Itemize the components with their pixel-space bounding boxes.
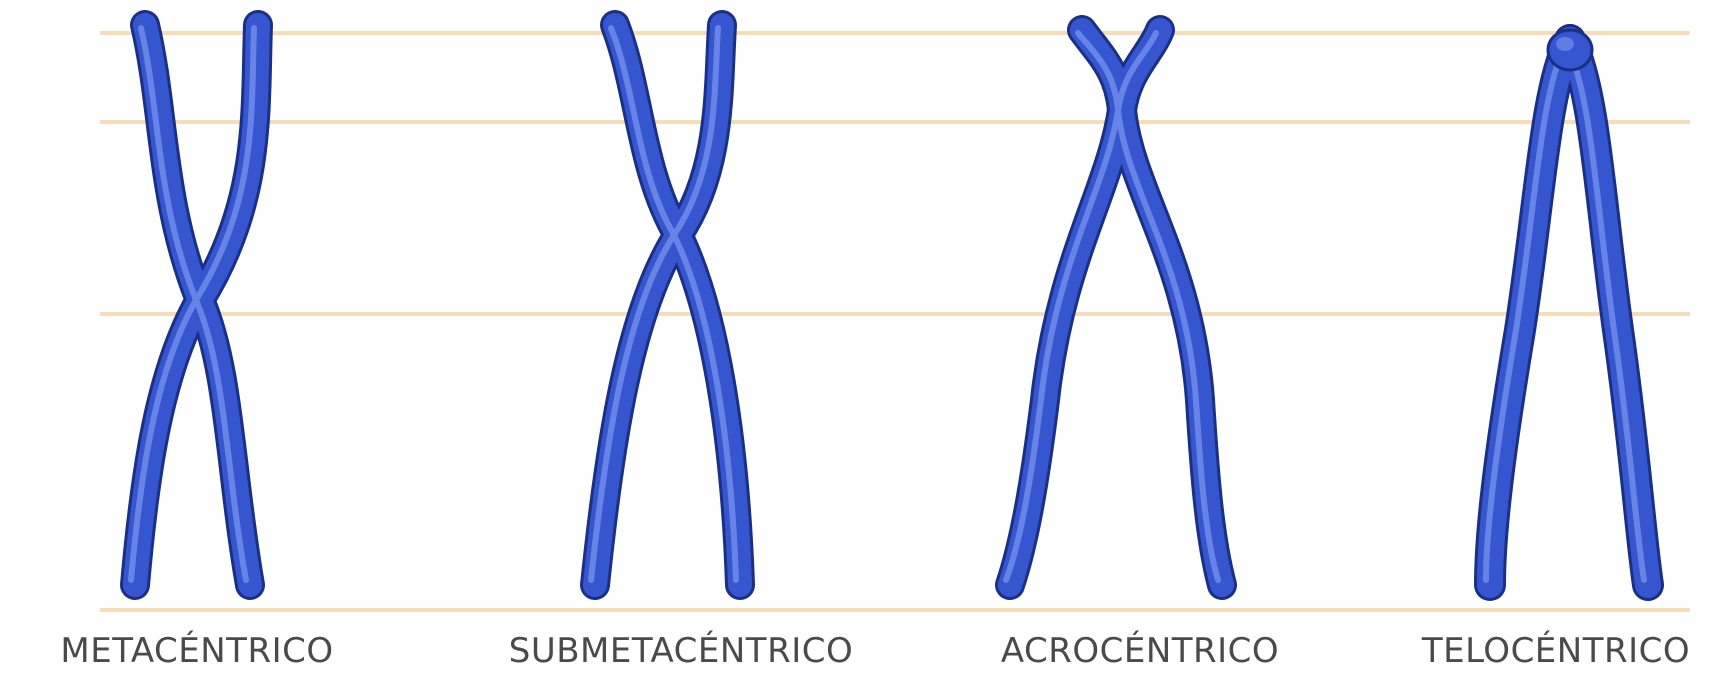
guide-lines [100,33,1690,610]
telocentric-centromere [1548,30,1592,70]
label-submetacentric: SUBMETACÉNTRICO [509,630,853,671]
label-metacentric: METACÉNTRICO [60,630,333,671]
label-acrocentric: ACROCÉNTRICO [1001,630,1279,671]
chromosome-metacentric [131,25,258,585]
labels: METACÉNTRICO SUBMETACÉNTRICO ACROCÉNTRIC… [60,630,1690,671]
chromosome-acrocentric [1006,30,1222,585]
chromosome-submetacentric [591,25,740,585]
chromosome-telocentric [1486,30,1648,585]
label-telocentric: TELOCÉNTRICO [1421,630,1690,671]
